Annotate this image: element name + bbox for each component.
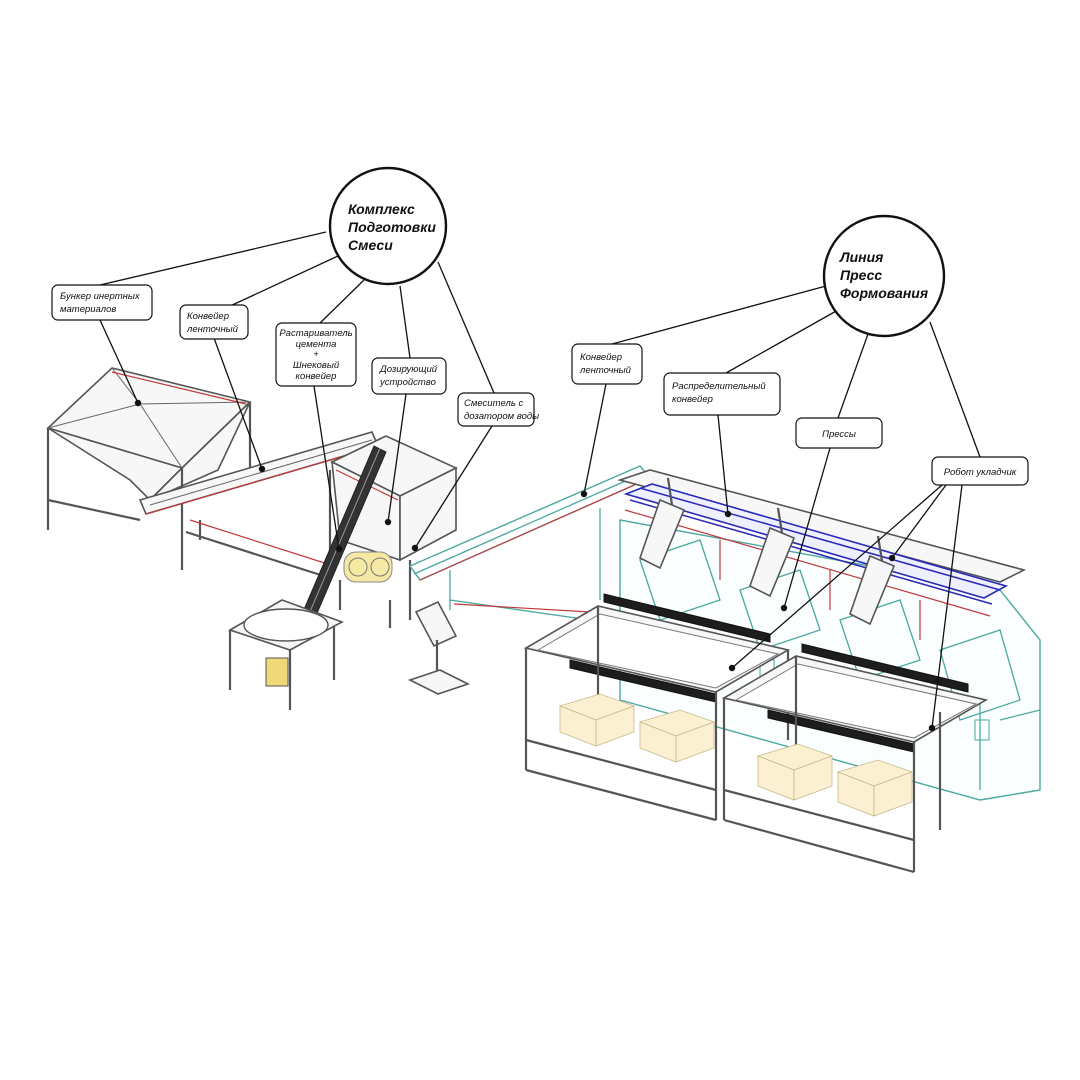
group-press-line-line-2: Пресс — [840, 267, 882, 283]
mixer-machine — [330, 435, 458, 628]
callout-distributor-line-2: конвейер — [672, 394, 713, 405]
callout-conveyor-belt-1-line-1: Конвейер — [187, 311, 229, 322]
callout-robot: Робот укладчик — [931, 456, 1029, 486]
robot-stacker-frame-1 — [523, 593, 791, 822]
callout-presses: Прессы — [795, 417, 883, 449]
callout-cement-screw: Растариватель цемента + Шнековый конвейе… — [275, 322, 357, 387]
callout-cement-screw-line-5: конвейер — [296, 371, 337, 382]
callout-bunker: Бункер инертных материалов — [51, 284, 153, 321]
group-mix-prep-line-1: Комплекс — [348, 201, 415, 217]
callout-mixer-line-1: Смеситель с — [464, 398, 523, 409]
bunker-machine — [46, 367, 252, 570]
callout-dosing-line-2: устройство — [379, 377, 436, 388]
cement-screw-conveyor — [228, 445, 387, 710]
group-mix-prep-line-3: Смеси — [348, 237, 393, 253]
machinery-illustration — [46, 367, 1041, 874]
callout-conveyor-belt-2-line-2: ленточный — [579, 365, 632, 376]
callout-cement-screw-line-4: Шнековый — [293, 360, 340, 371]
callout-cement-screw-line-2: цемента — [296, 339, 337, 350]
control-stand — [407, 600, 471, 695]
callout-distributor-line-1: Распределительный — [672, 381, 766, 392]
callout-conveyor-belt-1-line-2: ленточный — [186, 324, 239, 335]
callout-dosing: Дозирующий устройство — [371, 357, 447, 395]
callout-mixer: Смеситель с дозатором воды — [457, 392, 539, 427]
callout-robot-line-1: Робот укладчик — [944, 467, 1017, 478]
callout-presses-line-1: Прессы — [822, 429, 856, 440]
group-mix-prep: Комплекс Подготовки Смеси — [328, 166, 448, 286]
distributor-hoppers — [639, 477, 896, 626]
belt-conveyor-2 — [408, 465, 652, 621]
callout-conveyor-belt-2: Конвейер ленточный — [571, 343, 643, 385]
callout-bunker-line-2: материалов — [60, 304, 116, 315]
group-mix-prep-line-2: Подготовки — [348, 219, 436, 235]
callout-mixer-line-2: дозатором воды — [464, 411, 539, 422]
callout-bunker-line-1: Бункер инертных — [60, 291, 141, 302]
callout-conveyor-belt-2-line-1: Конвейер — [580, 352, 622, 363]
group-press-line-line-3: Формования — [840, 285, 928, 301]
leader-lines — [99, 231, 981, 732]
robot-stacker-frame-2 — [721, 643, 989, 874]
callout-conveyor-belt-1: Конвейер ленточный — [179, 304, 249, 340]
group-press-line-line-1: Линия — [839, 249, 883, 265]
callout-dosing-line-1: Дозирующий — [379, 364, 438, 375]
callout-cement-screw-line-1: Растариватель — [279, 328, 352, 339]
group-press-line: Линия Пресс Формования — [822, 214, 946, 338]
distribution-conveyor — [617, 469, 1027, 640]
callout-distributor: Распределительный конвейер — [663, 372, 781, 416]
callout-cement-screw-line-3: + — [313, 349, 319, 360]
